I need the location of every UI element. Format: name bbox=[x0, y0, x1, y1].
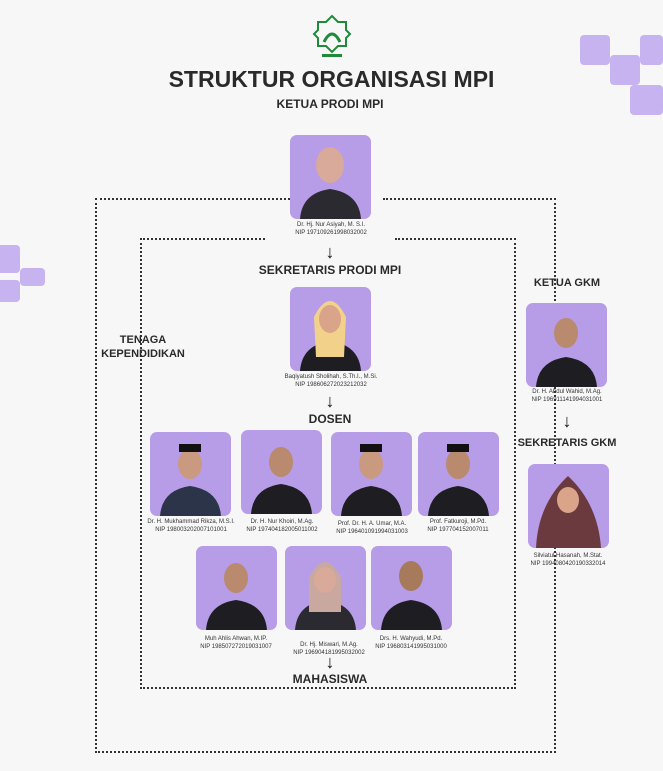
sekretaris-prodi-name: Baqiyatush Sholihah, S.Th.I., M.Si. bbox=[284, 374, 378, 380]
sekretaris-gkm-nip: NIP 199408042019033201​4 bbox=[530, 561, 606, 567]
photo-dosen bbox=[150, 432, 231, 516]
photo-sekretaris-prodi bbox=[290, 287, 371, 371]
dosen-name: Prof. Fatkuroji, M.Pd. bbox=[429, 519, 487, 525]
arrow-down-icon: ↓ bbox=[325, 652, 335, 672]
heading-tenaga-kependidikan: TENAGA KEPENDIDIKAN bbox=[101, 334, 185, 360]
dosen-name: Dr. H. Mukhammad Rikza, M.S.I. bbox=[147, 519, 235, 525]
heading-dosen: DOSEN bbox=[308, 412, 352, 426]
ketua-gkm-name: Dr. H. Abdul Wahid, M.Ag. bbox=[532, 389, 602, 395]
photo-ketua-prodi bbox=[290, 135, 371, 219]
arrow-down-icon: ↓ bbox=[325, 391, 335, 411]
ketua-gkm-nip: NIP 196911141994031001 bbox=[531, 397, 603, 403]
ketua-prodi-nip: NIP 197109261998032002 bbox=[295, 230, 367, 236]
photo-dosen bbox=[241, 430, 322, 514]
photo-dosen bbox=[418, 432, 499, 516]
dosen-nip: NIP 197704152007011 bbox=[427, 527, 489, 533]
photo-dosen bbox=[285, 546, 366, 630]
heading-ketua-gkm: KETUA GKM bbox=[533, 277, 601, 289]
page-title: STRUKTUR ORGANISASI MPI bbox=[168, 66, 495, 92]
dosen-nip: NIP 196904181995032002 bbox=[293, 650, 365, 656]
dosen-name: Dr. Hj. Miswari, M.Ag. bbox=[300, 642, 358, 648]
dosen-nip: NIP 198003202007101001 bbox=[155, 527, 227, 533]
photo-ketua-gkm bbox=[526, 303, 607, 387]
dosen-nip: NIP 197404182005011002 bbox=[246, 527, 318, 533]
dosen-name: Dr. H. Nur Khoiri, M.Ag. bbox=[250, 519, 314, 525]
heading-sekretaris-gkm: SEKRETARIS GKM bbox=[517, 437, 617, 449]
arrow-down-icon: ↓ bbox=[562, 411, 572, 431]
sekretaris-prodi-nip: NIP 198606272023212032 bbox=[295, 382, 367, 388]
heading-ketua-prodi: KETUA PRODI MPI bbox=[276, 97, 384, 111]
photo-dosen bbox=[331, 432, 412, 516]
dosen-name: Drs. H. Wahyudi, M.Pd. bbox=[379, 636, 443, 642]
dosen-name: Muh Ahlis Ahwan, M.IP. bbox=[204, 636, 268, 642]
heading-mahasiswa: MAHASISWA bbox=[292, 672, 368, 686]
university-logo bbox=[312, 14, 352, 64]
photo-dosen bbox=[196, 546, 277, 630]
dosen-nip: NIP 198507272019031007 bbox=[200, 644, 272, 650]
dosen-nip: NIP 196401091994031003 bbox=[336, 529, 408, 535]
photo-dosen bbox=[371, 546, 452, 630]
dosen-name: Prof. Dr. H. A. Umar, M.A. bbox=[337, 521, 407, 527]
sekretaris-gkm-name: Silviatul Hasanah, M.Stat. bbox=[533, 553, 603, 559]
heading-sekretaris-prodi: SEKRETARIS PRODI MPI bbox=[258, 263, 402, 277]
ketua-prodi-name: Dr. Hj. Nur Asiyah, M. S.I. bbox=[296, 222, 365, 228]
dosen-nip: NIP 196803141995031000 bbox=[375, 644, 447, 650]
arrow-down-icon: ↓ bbox=[325, 242, 335, 262]
photo-sekretaris-gkm bbox=[528, 464, 609, 548]
